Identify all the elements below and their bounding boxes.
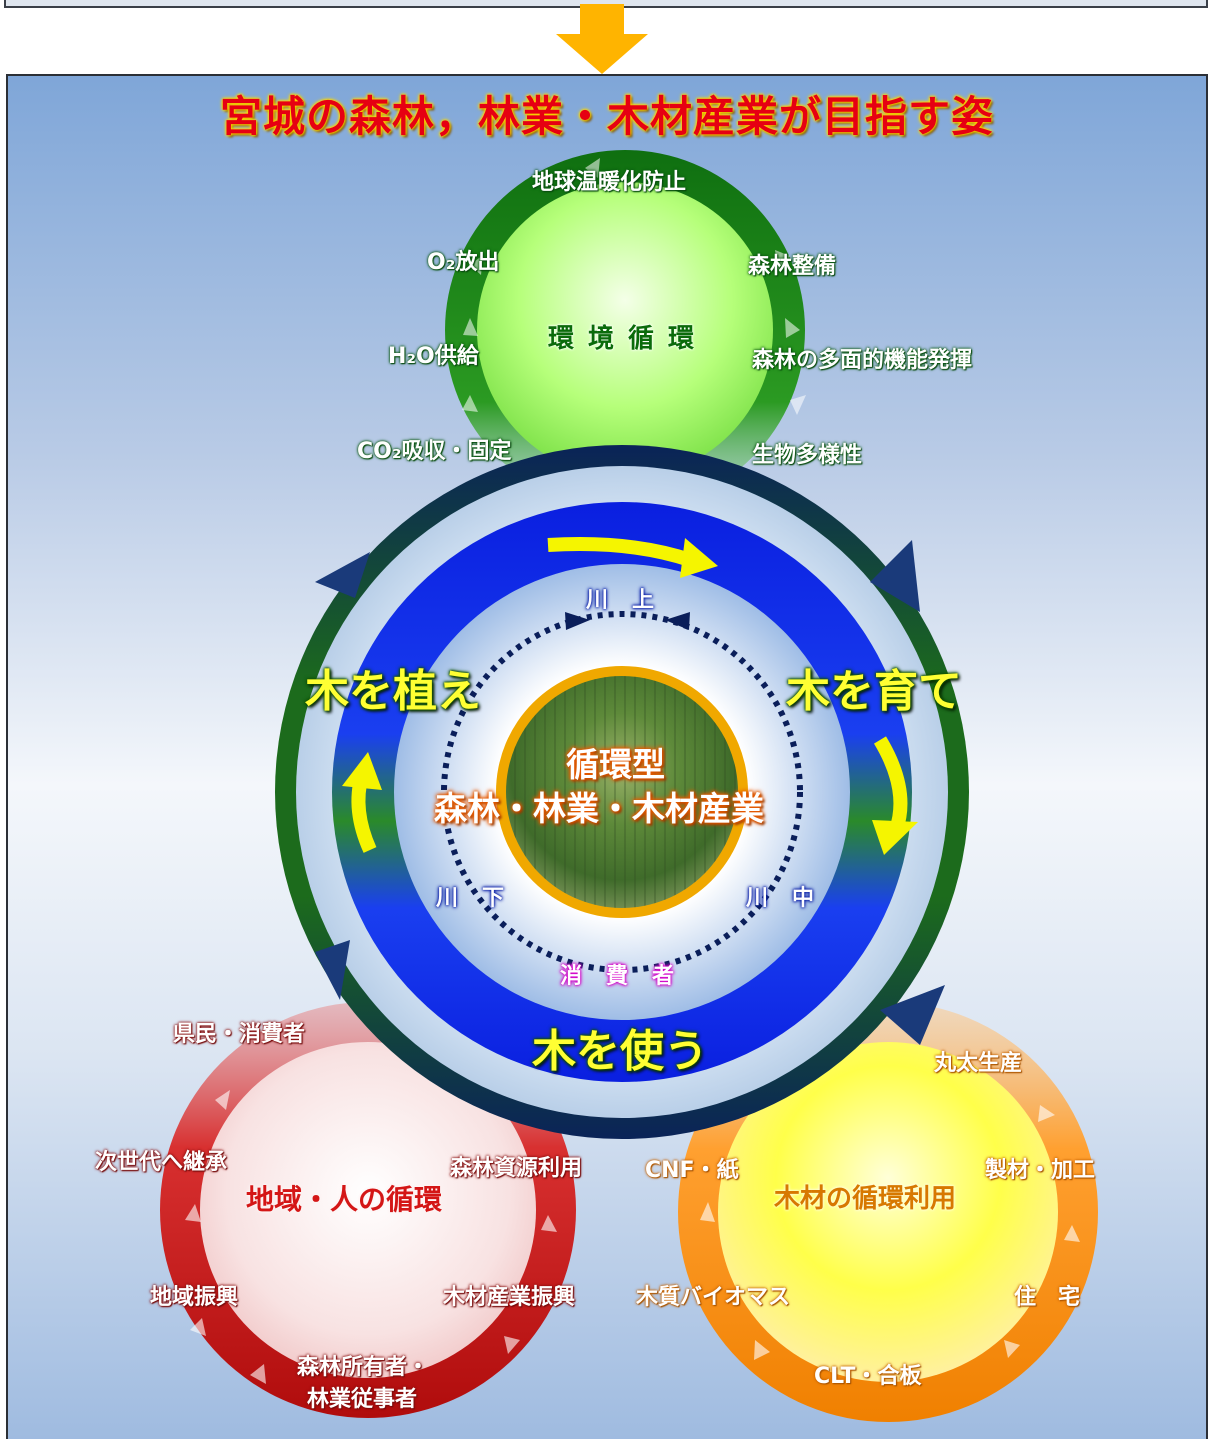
yellow-arrow-left-head — [342, 752, 382, 790]
label-owners-line1: 森林所有者・ — [297, 1355, 430, 1380]
label-multifunction: 森林の多面的機能発揮 — [752, 348, 973, 373]
environment-cycle-title: 環境循環 — [548, 324, 709, 354]
label-housing: 住 宅 — [1014, 1285, 1081, 1310]
label-midstream: 川中 — [746, 886, 839, 911]
outer-arrow-lower-left — [315, 940, 350, 1000]
region-chevrons — [185, 1090, 557, 1384]
label-biodiversity: 生物多様性 — [752, 443, 863, 468]
label-sawmill: 製材・加工 — [985, 1158, 1096, 1183]
yellow-arrow-top-head — [680, 538, 718, 578]
label-biomass: 木質バイオマス — [636, 1285, 791, 1310]
label-co2: CO₂吸収・固定 — [357, 439, 512, 464]
region-cycle-title: 地域・人の循環 — [246, 1183, 443, 1216]
down-arrow — [556, 4, 648, 74]
outer-arrow-upper-left — [315, 552, 370, 598]
wood-fill — [718, 1042, 1058, 1382]
region-fill — [200, 1042, 536, 1378]
yellow-arrow-top — [547, 537, 693, 567]
label-use: 木を使う — [532, 1026, 708, 1077]
label-next-gen: 次世代へ継承 — [95, 1150, 228, 1175]
outer-arrow-upper-right — [870, 540, 920, 612]
label-owners-line2: 林業従事者 — [307, 1387, 418, 1412]
label-regional-promo: 地域振興 — [150, 1285, 239, 1310]
environment-chevrons — [462, 158, 806, 415]
page-title: 宮城の森林，林業・木材産業が目指す姿 — [219, 92, 994, 141]
label-h2o: H₂O供給 — [388, 344, 479, 369]
label-o2: O₂放出 — [427, 250, 500, 275]
label-citizens: 県民・消費者 — [173, 1022, 306, 1047]
forest-photo-texture — [506, 676, 738, 908]
region-cycle — [160, 1002, 576, 1418]
label-industry-promo: 木材産業振興 — [443, 1285, 576, 1310]
environment-fill — [477, 182, 773, 478]
label-upstream: 川上 — [586, 588, 679, 613]
center-title-line2: 森林・林業・木材産業 — [434, 789, 764, 828]
label-logs: 丸太生産 — [934, 1051, 1023, 1076]
label-forest-maintenance: 森林整備 — [748, 254, 837, 279]
main-cycle — [275, 445, 969, 1139]
wood-chevrons — [700, 1105, 1080, 1360]
label-consumer: 消費者 — [560, 964, 699, 989]
yellow-arrow-right-head — [872, 820, 918, 855]
label-resource-use: 森林資源利用 — [450, 1156, 583, 1181]
wood-cycle — [678, 1002, 1098, 1422]
label-cnf: CNF・紙 — [645, 1158, 739, 1183]
label-plant: 木を植え — [305, 666, 481, 717]
dotted-arrow-right — [665, 612, 690, 630]
label-global-warming: 地球温暖化防止 — [532, 170, 687, 195]
wood-cycle-title: 木材の循環利用 — [774, 1184, 957, 1214]
center-title-line1: 循環型 — [566, 745, 665, 784]
label-grow: 木を育て — [786, 666, 962, 717]
label-clt: CLT・合板 — [814, 1364, 922, 1389]
outer-arrow-lower-right — [880, 985, 945, 1045]
environment-cycle — [445, 150, 806, 510]
label-downstream: 川下 — [436, 886, 529, 911]
dotted-inner-ring — [441, 611, 803, 973]
dotted-arrow-left — [565, 612, 590, 630]
